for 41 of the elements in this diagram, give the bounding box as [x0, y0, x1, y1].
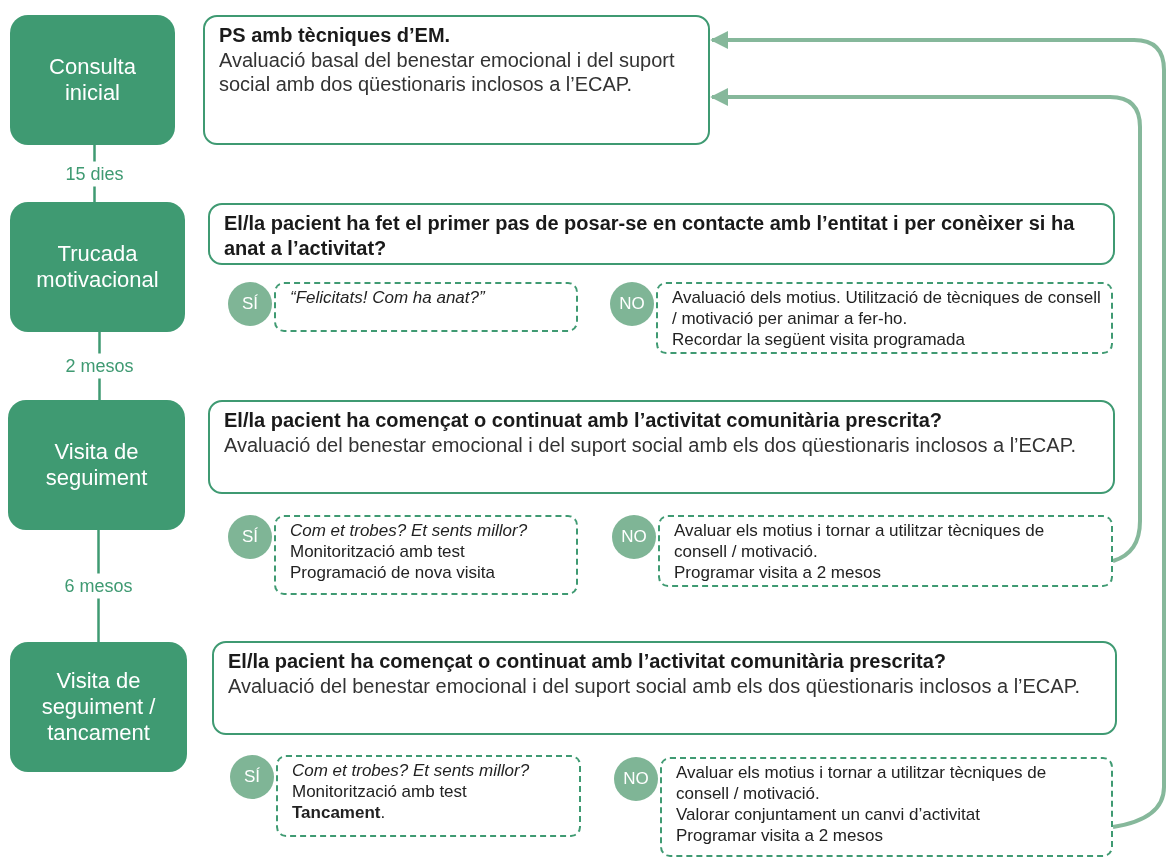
answer-badge: NO	[612, 515, 656, 559]
step-card	[208, 203, 1115, 265]
answer-text: Monitorització amb test	[292, 781, 468, 802]
step-card	[208, 400, 1115, 494]
arrow	[710, 88, 1142, 563]
stage-box	[10, 202, 185, 332]
step-heading: El/la pacient ha fet el primer pas de posar-se en contacte amb l’entitat i per conèixer si ha anat a l’activitat?	[224, 211, 1076, 261]
stage-box	[10, 642, 187, 772]
stage-title: Trucada motivacional	[35, 241, 160, 293]
answer-badge: SÍ	[228, 282, 272, 326]
stage-title: Consulta inicial	[48, 54, 137, 106]
step-description: Avaluació del benestar emocional i del suport social amb els dos qüestionaris inclosos a l’ECAP.	[228, 674, 1081, 698]
answer-text: Programar visita a 2 mesos	[674, 562, 882, 583]
answer-badge: SÍ	[228, 515, 272, 559]
step-card	[212, 641, 1117, 735]
stage-title: Visita de seguiment	[44, 439, 149, 491]
answer-badge: SÍ	[230, 755, 274, 799]
step-heading: El/la pacient ha començat o continuat amb l’activitat comunitària prescrita?	[224, 408, 943, 433]
arrow	[710, 31, 1166, 829]
answer-text: Monitorització amb test	[290, 541, 466, 562]
answer-badge: NO	[614, 757, 658, 801]
step-description: Avaluació basal del benestar emocional i del suport social amb dos qüestionaris inclosos a l’ECAP.	[219, 48, 676, 96]
answer-text: Valorar conjuntament un canvi d’activitat	[676, 804, 981, 825]
step-heading: El/la pacient ha començat o continuat amb l’activitat comunitària prescrita?	[228, 649, 947, 674]
stage-box	[10, 15, 175, 145]
answer-badge: NO	[610, 282, 654, 326]
answer-text: Programació de nova visita	[290, 562, 497, 583]
answer-text: Com et trobes? Et sents millor?	[290, 520, 529, 541]
answer-text: Com et trobes? Et sents millor?	[292, 760, 531, 781]
answer-text: Recordar la següent visita programada	[672, 329, 966, 350]
stage-box	[8, 400, 185, 530]
step-heading: PS amb tècniques d’EM.	[219, 23, 452, 48]
answer-text: Programar visita a 2 mesos	[676, 825, 884, 846]
step-description: Avaluació del benestar emocional i del suport social amb els dos qüestionaris inclosos a l’ECAP.	[224, 433, 1077, 457]
stage-title: Visita de seguiment / tancament	[40, 668, 157, 746]
step-card	[203, 15, 710, 145]
answer-text: “Felicitats! Com ha anat?”	[290, 287, 487, 308]
answer-text: Avaluar els motius i tornar a utilitzar tècniques de consell / motivació.	[674, 520, 1046, 562]
answer-text: Avaluar els motius i tornar a utilitzar tècniques de consell / motivació.	[676, 762, 1048, 804]
answer-text: Tancament.	[292, 802, 387, 823]
answer-text: Avaluació dels motius. Utilització de tècniques de consell / motivació per animar a fer-ho.	[672, 287, 1101, 329]
